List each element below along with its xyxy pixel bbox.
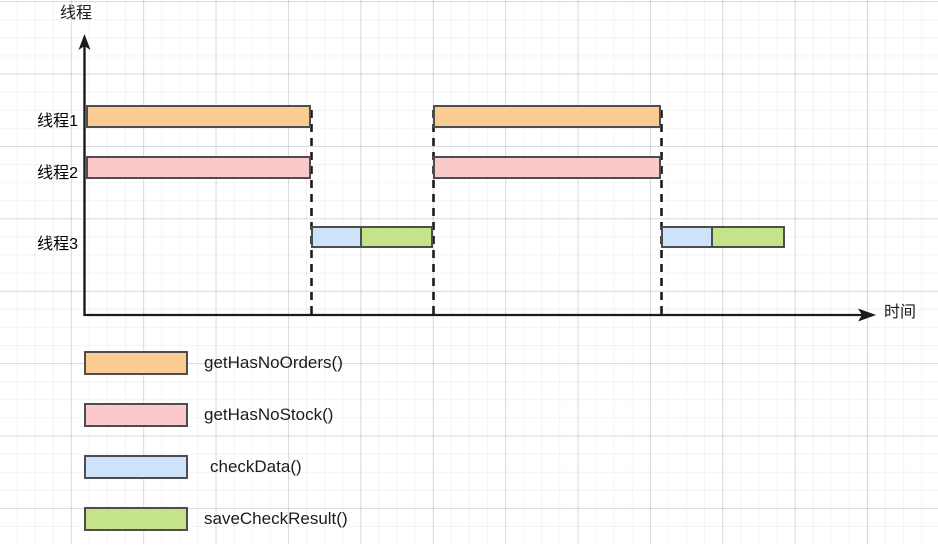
thread-label-text: 线程1	[37, 113, 78, 130]
task-bar	[86, 105, 311, 128]
x-axis-arrowhead	[858, 308, 876, 322]
thread-label-text: 线程3	[37, 236, 78, 253]
thread-label-3: 线程3	[0, 230, 78, 253]
y-axis-title: 线程	[60, 5, 93, 22]
legend-item-label: checkData()	[210, 457, 302, 476]
task-bar	[661, 226, 712, 248]
thread-label-text: 线程2	[37, 165, 78, 182]
y-axis-arrowhead	[78, 34, 91, 50]
thread-timeline-diagram: 线程 时间 线程1 线程2 线程3 getHasNoOrders() getHasNo…	[0, 0, 938, 544]
legend-swatch-blue	[84, 455, 188, 479]
legend-item-label: getHasNoOrders()	[204, 353, 343, 372]
x-axis-title: 时间	[884, 304, 917, 321]
legend-swatch-pink	[84, 403, 188, 427]
legend-swatch-orange	[84, 351, 188, 375]
task-bar	[712, 226, 785, 248]
task-bar	[361, 226, 433, 248]
legend-swatch-green	[84, 507, 188, 531]
task-bar	[86, 156, 311, 179]
task-bar	[433, 156, 661, 179]
task-bar	[433, 105, 661, 128]
thread-label-1: 线程1	[0, 107, 78, 130]
task-bar	[311, 226, 361, 248]
legend-item-label: saveCheckResult()	[204, 509, 348, 528]
thread-label-2: 线程2	[0, 159, 78, 182]
legend-item-label: getHasNoStock()	[204, 405, 334, 424]
